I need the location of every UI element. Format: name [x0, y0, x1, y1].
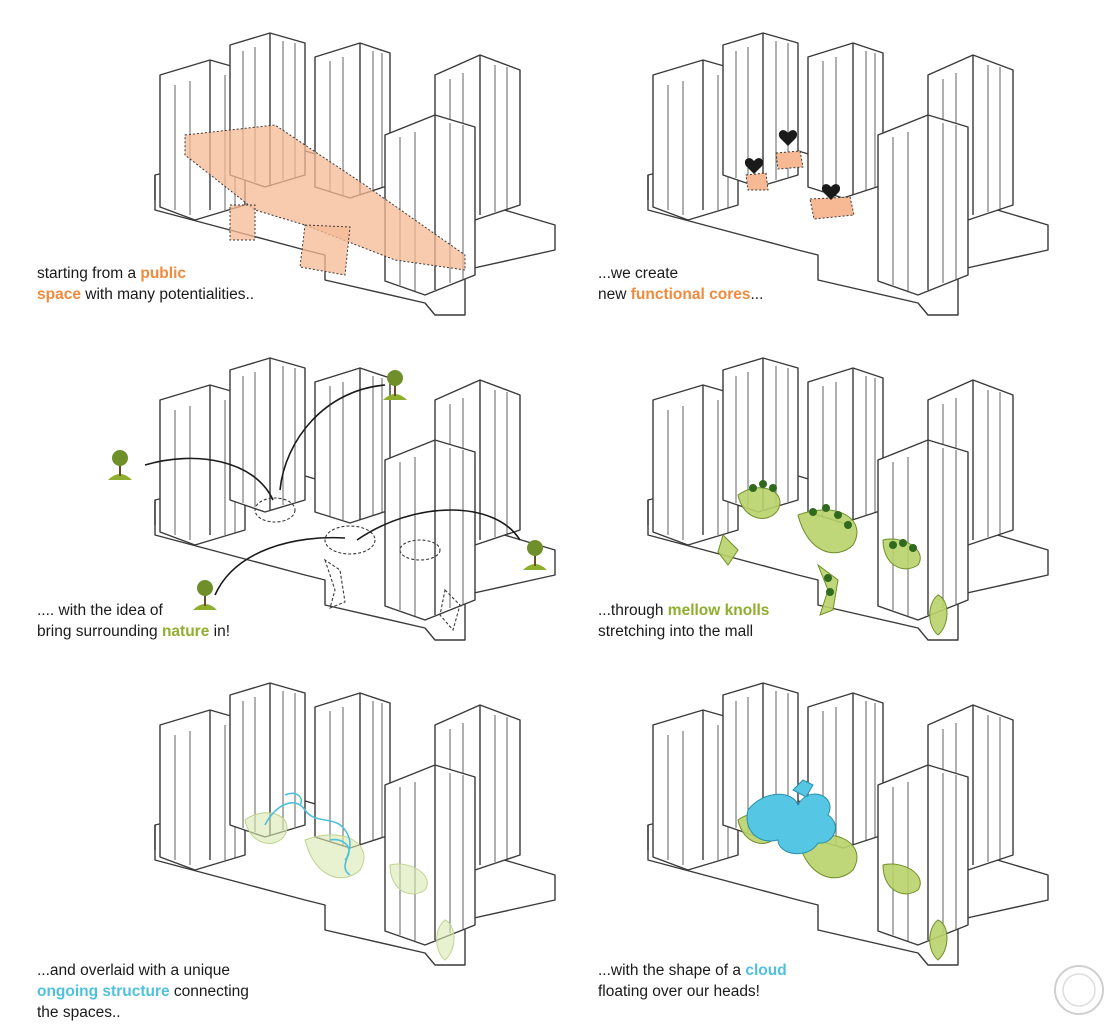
cloud-structure: [746, 779, 836, 855]
caption-text: stretching into the mall: [598, 623, 754, 640]
watermark-logo: [1054, 965, 1104, 1015]
tree-clusters: [749, 480, 917, 596]
caption-ongoing-structure: ...and overlaid with a unique ongoing st…: [37, 960, 249, 1023]
caption-highlight: functional cores: [630, 286, 751, 303]
caption-text: ...we create: [598, 265, 679, 282]
tree-icons: [108, 370, 547, 610]
heart-icon: [744, 158, 764, 174]
tree-icon: [193, 580, 217, 610]
caption-mellow-knolls: ...through mellow knolls stretching into…: [598, 600, 769, 642]
caption-cloud: ...with the shape of a cloud floating ov…: [598, 960, 787, 1002]
tree-icon: [108, 450, 132, 480]
caption-text: ...and overlaid with a unique: [37, 962, 231, 979]
building-complex-drawing: [647, 357, 1049, 641]
caption-highlight: space: [37, 286, 81, 303]
caption-text: .... with the idea of: [37, 602, 163, 619]
caption-highlight: cloud: [745, 962, 787, 979]
caption-functional-cores: ...we create new functional cores...: [598, 263, 763, 305]
caption-public-space: starting from a public space with many p…: [37, 263, 254, 305]
diagram-panel-cloud: ...with the shape of a cloud floating ov…: [598, 665, 1117, 1005]
tree-icon: [383, 370, 407, 400]
caption-highlight: public: [140, 265, 187, 282]
diagram-panel-mellow-knolls: ...through mellow knolls stretching into…: [598, 340, 1117, 680]
caption-text: starting from a: [37, 265, 141, 282]
caption-text: ...with the shape of a: [598, 962, 746, 979]
caption-text: ...through: [598, 602, 668, 619]
diagram-panel-nature: .... with the idea of bring surrounding …: [37, 340, 675, 680]
caption-text: new: [598, 286, 631, 303]
caption-text: in!: [209, 623, 231, 640]
target-zones: [254, 497, 461, 632]
functional-core-areas: [745, 150, 855, 220]
building-complex-drawing: [154, 682, 556, 966]
caption-highlight: ongoing structure: [37, 983, 170, 1000]
diagram-panel-functional-cores: ...we create new functional cores...: [598, 15, 1117, 355]
caption-text: the spaces..: [37, 1004, 121, 1021]
diagram-panel-ongoing-structure: ...and overlaid with a unique ongoing st…: [37, 665, 675, 1021]
arrows: [144, 384, 521, 596]
public-space-overlay: [184, 124, 466, 276]
caption-text: ...: [750, 286, 764, 303]
tree-icon: [523, 540, 547, 570]
caption-nature: .... with the idea of bring surrounding …: [37, 600, 230, 642]
caption-highlight: mellow knolls: [667, 602, 770, 619]
diagram-panel-public-space: starting from a public space with many p…: [37, 15, 675, 355]
caption-text: with many potentialities..: [80, 286, 255, 303]
caption-highlight: nature: [161, 623, 210, 640]
heart-icon: [778, 130, 798, 146]
caption-text: connecting: [169, 983, 249, 1000]
ongoing-structure-lines: [264, 792, 351, 876]
heart-icon: [821, 184, 841, 200]
building-complex-drawing: [154, 32, 556, 316]
heart-icons: [744, 130, 841, 200]
building-complex-drawing: [108, 357, 556, 641]
caption-text: floating over our heads!: [598, 983, 760, 1000]
caption-text: bring surrounding: [37, 623, 162, 640]
building-complex-drawing: [647, 32, 1049, 316]
building-complex-drawing: [647, 682, 1049, 966]
